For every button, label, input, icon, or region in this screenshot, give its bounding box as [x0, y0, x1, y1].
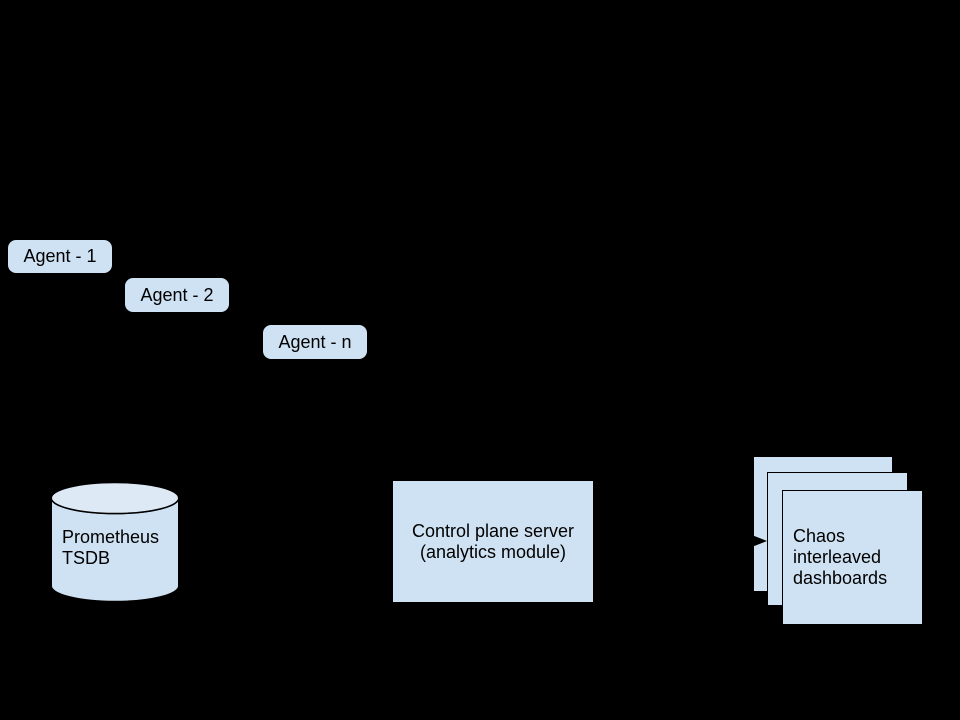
control-plane-label-line-2: (analytics module)	[419, 541, 567, 562]
dashboards-label-line-3: dashboards	[793, 568, 888, 588]
agent-2-label: Agent - 2	[140, 284, 214, 305]
tsdb-label-line-2: TSDB	[62, 548, 111, 568]
control-plane-label-line-1: Control plane server	[411, 520, 575, 541]
node-control-plane-server: Control plane server (analytics module)	[393, 481, 593, 602]
dashboards-label-line-2: interleaved	[793, 547, 882, 567]
node-agent-1: Agent - 1	[8, 240, 112, 273]
agent-n-label: Agent - n	[278, 331, 352, 352]
node-agent-n: Agent - n	[263, 325, 367, 359]
database-cylinder-icon	[50, 481, 180, 603]
node-prometheus-tsdb-label: Prometheus TSDB	[62, 527, 174, 569]
agent-1-label: Agent - 1	[23, 246, 97, 266]
node-chaos-dashboards: Chaos interleaved dashboards	[782, 490, 923, 625]
dashboards-label-line-1: Chaos	[793, 526, 846, 546]
node-agent-2: Agent - 2	[125, 278, 229, 312]
tsdb-label-line-1: Prometheus	[62, 527, 160, 547]
